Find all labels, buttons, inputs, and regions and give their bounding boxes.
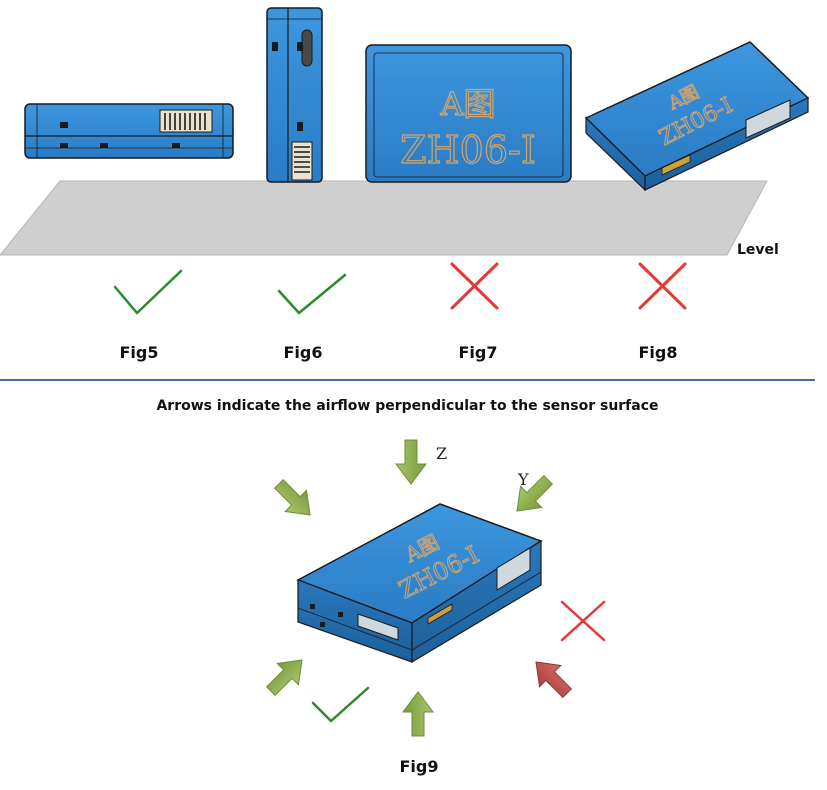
fig7-cross-icon [450, 262, 499, 310]
fig5-sensor [24, 103, 234, 159]
fig5-label: Fig5 [119, 343, 159, 362]
arrow-icon-left [267, 472, 322, 527]
fig7-logo: A图 [439, 85, 495, 123]
level-label: Level [737, 242, 779, 258]
arrow-icon-bottom-right-red [524, 650, 579, 705]
fig8-cross-icon [638, 262, 687, 310]
fig7-label: Fig7 [458, 343, 498, 362]
fig9-label: Fig9 [399, 757, 439, 776]
fig8-label: Fig8 [638, 343, 678, 362]
airflow-caption: Arrows indicate the airflow perpendicula… [156, 398, 659, 414]
fig7-model-marking: ZH06-Ⅰ [400, 128, 536, 172]
axis-y-label: Y [518, 470, 529, 489]
fig6-sensor [266, 7, 323, 183]
arrow-icon-top [395, 439, 427, 485]
level-surface [0, 180, 768, 256]
fig9-check-icon [311, 686, 370, 723]
arrow-icon-bottom-left [259, 648, 314, 703]
fig5-check-icon [113, 269, 183, 315]
fig6-label: Fig6 [283, 343, 323, 362]
arrow-icon-bottom [402, 691, 434, 737]
axis-z-label: Z [436, 444, 448, 463]
fig9-cross-icon [560, 600, 606, 642]
fig7-sensor: A图 ZH06-Ⅰ [365, 44, 572, 183]
arrow-icon-right [505, 468, 560, 523]
fig6-check-icon [277, 273, 347, 315]
fig9-sensor: A图 ZH06-Ⅰ [296, 503, 543, 664]
fig8-sensor: A图 ZH06-Ⅰ [584, 41, 810, 192]
